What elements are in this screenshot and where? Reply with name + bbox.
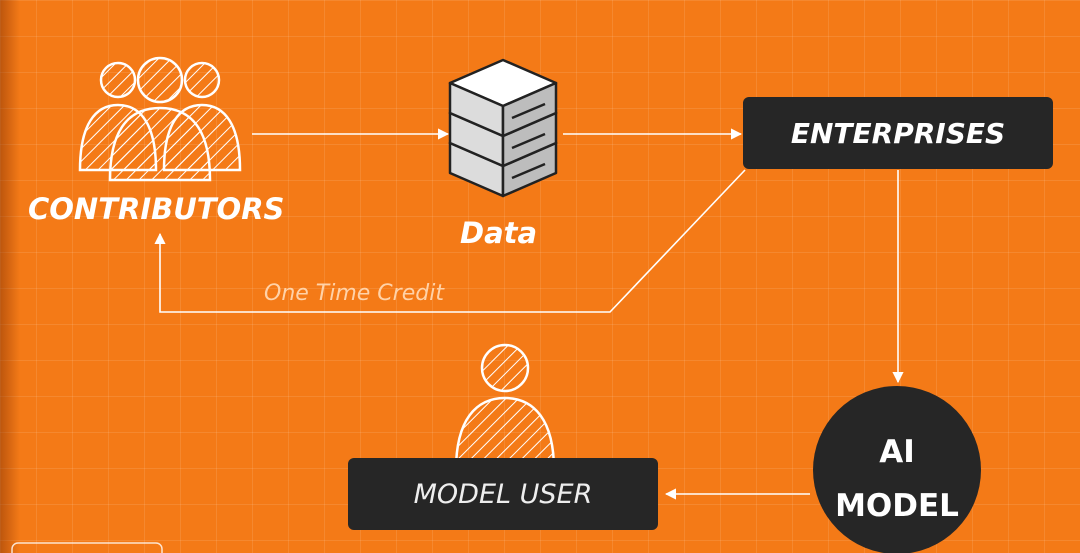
left-edge-shadow — [0, 0, 20, 553]
contributors-group-icon — [78, 56, 242, 182]
ai-model-label: AI MODEL — [813, 425, 981, 533]
ai-model-line1: AI — [879, 434, 915, 470]
enterprises-label: ENTERPRISES — [790, 116, 1006, 150]
ai-model-circle — [813, 386, 981, 553]
server-stack-icon — [448, 58, 558, 198]
data-label: Data — [460, 216, 538, 250]
one-time-credit-label: One Time Credit — [264, 281, 444, 306]
arrow-enterprises-to-contributors — [154, 169, 746, 313]
model-user-label: MODEL USER — [413, 478, 593, 510]
enterprises-box: ENTERPRISES — [743, 97, 1053, 169]
contributors-label: CONTRIBUTORS — [28, 192, 285, 226]
model-user-box: MODEL USER — [348, 458, 658, 530]
corner-badge — [11, 542, 163, 553]
ai-model-line2: MODEL — [835, 488, 959, 524]
user-icon — [454, 343, 556, 472]
